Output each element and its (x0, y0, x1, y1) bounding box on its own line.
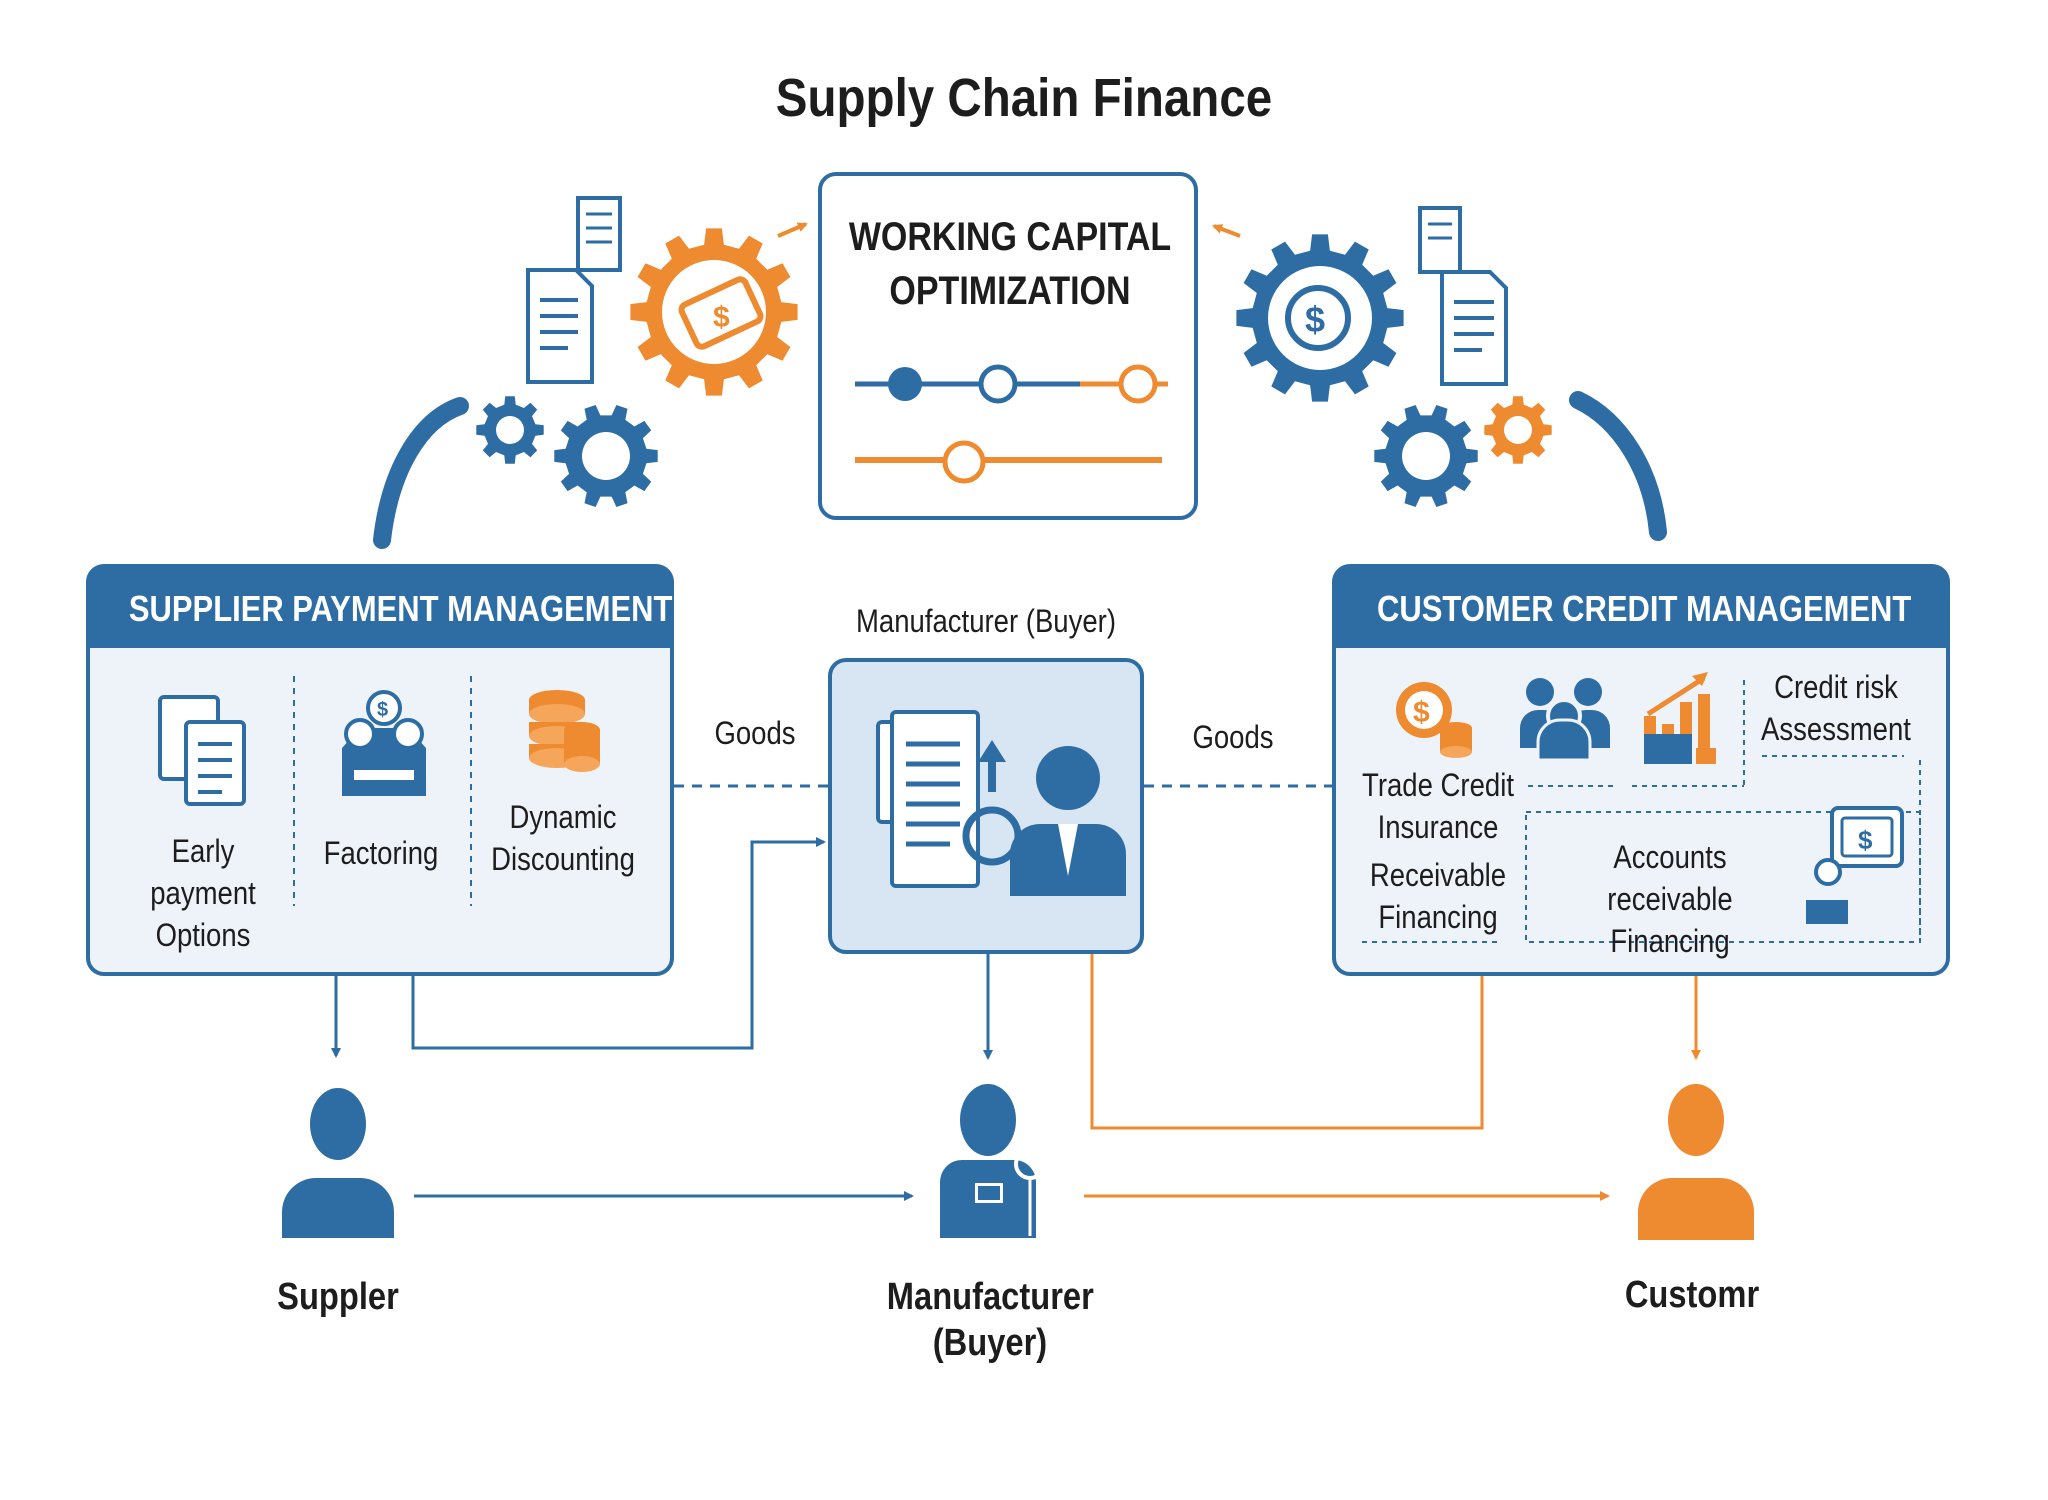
receivable-financing-label: Receivable Financing (1369, 857, 1507, 935)
curved-arrow-right-icon (1569, 391, 1667, 541)
credit-risk-assessment-label: Credit risk Assessment (1761, 669, 1911, 747)
svg-text:$: $ (377, 699, 388, 721)
document-small-icon (576, 196, 622, 272)
document-icon (526, 268, 594, 384)
manufacturer-label: Manufacturer (Buyer) (886, 1276, 1094, 1364)
document-right-small-icon (1418, 206, 1462, 274)
svg-text:$: $ (1413, 696, 1430, 729)
working-capital-box (818, 172, 1198, 520)
coin-icon: $ (1396, 682, 1472, 758)
buyer-documents-icon (876, 710, 1126, 896)
svg-text:$: $ (713, 301, 730, 334)
svg-text:$: $ (1305, 299, 1325, 340)
supplier-person-icon (282, 1088, 394, 1238)
documents-icon (158, 695, 246, 806)
gear-hole (582, 432, 630, 480)
supplier-label: Suppler (277, 1276, 399, 1318)
gear-medium-blue-icon (1374, 405, 1478, 507)
accounts-receivable-financing-label: Accounts receivable Financing (1607, 839, 1733, 959)
money-icon: $ (678, 276, 764, 350)
trade-credit-insurance-label: Trade Credit Insurance (1362, 767, 1514, 845)
bill-icon: $ (1806, 806, 1904, 924)
coins-stack-icon (529, 690, 600, 772)
slider-icon (855, 364, 1168, 484)
dollar-bag-icon: $ (1285, 285, 1351, 351)
early-payment-label: Early payment Options (150, 833, 256, 953)
arrow-to-wco-right (1212, 224, 1241, 238)
goods-label-right: Goods (1192, 719, 1274, 755)
dynamic-discounting-label: Dynamic Discounting (491, 799, 635, 877)
page-title: Supply Chain Finance (775, 68, 1273, 128)
supplier-panel-header: SUPPLIER PAYMENT MANAGEMENT (128, 588, 673, 629)
customer-label: Customr (1624, 1274, 1760, 1316)
gear-medium-blue-icon (554, 405, 658, 507)
manufacturer-box-title: Manufacturer (Buyer) (855, 603, 1116, 639)
customer-panel-header: CUSTOMER CREDIT MANAGEMENT (1376, 588, 1912, 629)
group-icon (1520, 678, 1610, 762)
gear-hole (1504, 416, 1532, 444)
growth-chart-icon (1644, 672, 1716, 764)
arrow-to-wco-left (777, 222, 808, 238)
gear-small-blue-icon (476, 396, 544, 464)
curved-arrow-left-icon (373, 397, 469, 549)
gear-hole (496, 416, 524, 444)
gear-hole (1402, 432, 1450, 480)
flow-supplier-panel-to-manufacturer (411, 837, 826, 1050)
money-tray-icon: $ (342, 690, 426, 796)
customer-person-icon (1638, 1084, 1754, 1240)
svg-text:$: $ (1858, 825, 1873, 855)
document-right-icon (1440, 270, 1508, 386)
flow-manufacturer-to-customer-panel (1090, 954, 1484, 1130)
working-capital-label: WORKING CAPITAL OPTIMIZATION (848, 215, 1172, 313)
goods-label-left: Goods (714, 715, 796, 751)
customer-panel (1332, 564, 1950, 976)
factoring-label: Factoring (323, 835, 439, 871)
gear-small-orange-icon (1484, 396, 1552, 464)
manufacturer-person-icon (940, 1084, 1046, 1238)
